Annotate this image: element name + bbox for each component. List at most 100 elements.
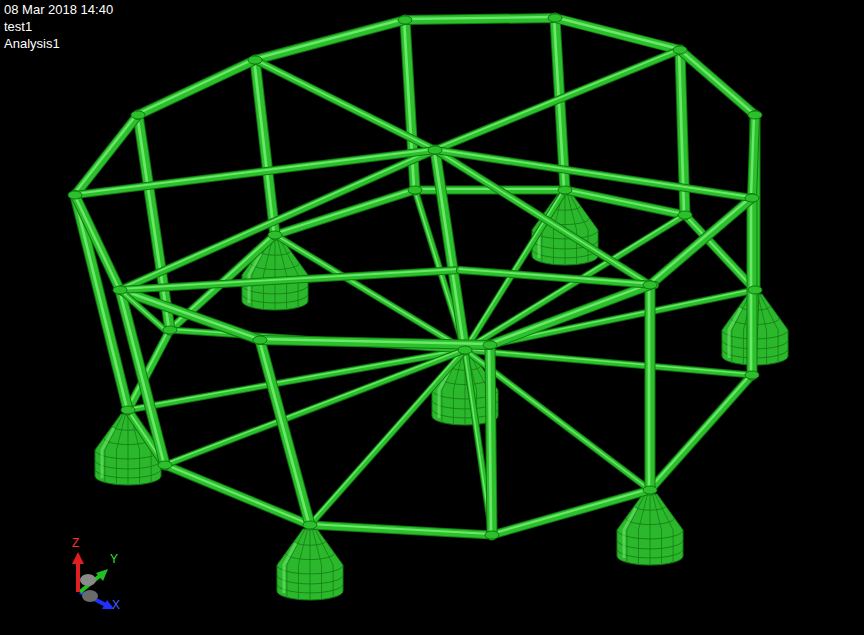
beam-element bbox=[259, 339, 310, 525]
beam-element bbox=[649, 284, 650, 490]
beam-element bbox=[649, 374, 752, 490]
joint bbox=[458, 346, 472, 354]
joint bbox=[748, 111, 762, 119]
beam-body bbox=[255, 20, 405, 60]
beam-highlight bbox=[259, 339, 489, 344]
beam-highlight bbox=[459, 269, 654, 284]
joint bbox=[163, 326, 177, 334]
beam-element bbox=[254, 59, 275, 235]
mesh-line bbox=[661, 530, 662, 564]
mesh-line bbox=[541, 230, 542, 262]
beam-body bbox=[165, 465, 310, 525]
beam-outline bbox=[650, 375, 752, 490]
beam-element bbox=[434, 149, 752, 198]
beam-body bbox=[165, 350, 465, 465]
beam-body bbox=[310, 525, 492, 535]
beam-body bbox=[650, 375, 752, 490]
beam-element bbox=[464, 349, 752, 375]
beam-outline bbox=[260, 340, 490, 345]
beam-element bbox=[137, 59, 255, 115]
beam-outline bbox=[492, 490, 650, 535]
mesh-line bbox=[310, 529, 311, 565]
mesh-line bbox=[655, 494, 673, 530]
y-arrowhead bbox=[96, 569, 108, 581]
beam-element bbox=[564, 189, 685, 215]
beam-outline bbox=[752, 115, 755, 198]
mesh-line bbox=[453, 390, 454, 424]
mesh-line bbox=[298, 529, 307, 565]
mesh-line bbox=[315, 529, 333, 565]
beam-outline bbox=[120, 290, 260, 340]
beam-highlight bbox=[119, 289, 259, 339]
beam-outline bbox=[460, 270, 655, 285]
y-axis bbox=[80, 574, 102, 592]
beam-outline bbox=[650, 198, 752, 285]
conical-foot bbox=[277, 529, 343, 600]
beam-highlight bbox=[554, 17, 679, 49]
beam-outline bbox=[645, 285, 656, 490]
beam-outline bbox=[255, 20, 405, 60]
beam-body bbox=[435, 150, 465, 350]
beam-element bbox=[74, 149, 435, 195]
mesh-line bbox=[567, 194, 576, 230]
mesh-line bbox=[104, 450, 105, 482]
beam-element bbox=[254, 19, 405, 60]
beam-highlight bbox=[74, 114, 137, 194]
beam-highlight bbox=[309, 524, 491, 534]
axis-label: Z bbox=[72, 536, 79, 550]
beam-element bbox=[254, 59, 435, 150]
axis-label: X bbox=[112, 598, 120, 612]
beam-highlight bbox=[649, 197, 751, 284]
beam-body bbox=[260, 340, 490, 345]
mesh-line bbox=[626, 530, 627, 562]
beam-body bbox=[490, 345, 492, 535]
beam-element bbox=[309, 349, 465, 525]
mesh-line bbox=[441, 390, 442, 422]
beam-body bbox=[435, 50, 680, 150]
mesh-line bbox=[673, 530, 674, 562]
beam-outline bbox=[120, 290, 165, 465]
mesh-line bbox=[139, 450, 140, 484]
beam-outline bbox=[75, 195, 120, 290]
mesh-line bbox=[128, 414, 129, 450]
beam-highlight bbox=[648, 284, 651, 489]
mesh-line bbox=[465, 390, 466, 425]
joint bbox=[548, 14, 562, 22]
mesh-line bbox=[760, 294, 778, 330]
mesh-line bbox=[650, 530, 651, 565]
joint bbox=[745, 194, 759, 202]
z-arrowhead bbox=[72, 552, 84, 564]
joint bbox=[643, 486, 657, 494]
axis-triad bbox=[72, 552, 114, 609]
beam-body bbox=[120, 290, 165, 330]
analysis-name: Analysis1 bbox=[4, 36, 60, 52]
beam-highlight bbox=[74, 194, 119, 289]
beam-highlight bbox=[254, 19, 404, 59]
beam-element bbox=[554, 17, 680, 50]
beam-body bbox=[255, 60, 275, 235]
beam-body bbox=[128, 350, 465, 410]
beam-highlight bbox=[164, 349, 464, 464]
joint bbox=[678, 211, 692, 219]
beam-highlight bbox=[750, 197, 753, 374]
model-name: test1 bbox=[4, 19, 32, 35]
beam-highlight bbox=[434, 149, 751, 197]
beam-body bbox=[120, 270, 460, 290]
mesh-line bbox=[570, 194, 588, 230]
beam-element bbox=[119, 289, 260, 340]
mesh-line bbox=[743, 330, 744, 364]
beam-element bbox=[649, 197, 752, 285]
joint bbox=[748, 286, 762, 294]
foot-shape bbox=[277, 529, 343, 600]
beam-highlight bbox=[649, 374, 751, 489]
beam-outline bbox=[255, 60, 275, 235]
beam-highlight bbox=[564, 189, 684, 214]
beam-element bbox=[164, 464, 310, 525]
mesh-line bbox=[116, 414, 125, 450]
beam-outline bbox=[138, 60, 255, 115]
mesh-line bbox=[151, 450, 152, 482]
beam-outline bbox=[165, 350, 465, 465]
mesh-line bbox=[128, 450, 129, 485]
beam-body bbox=[138, 60, 255, 115]
